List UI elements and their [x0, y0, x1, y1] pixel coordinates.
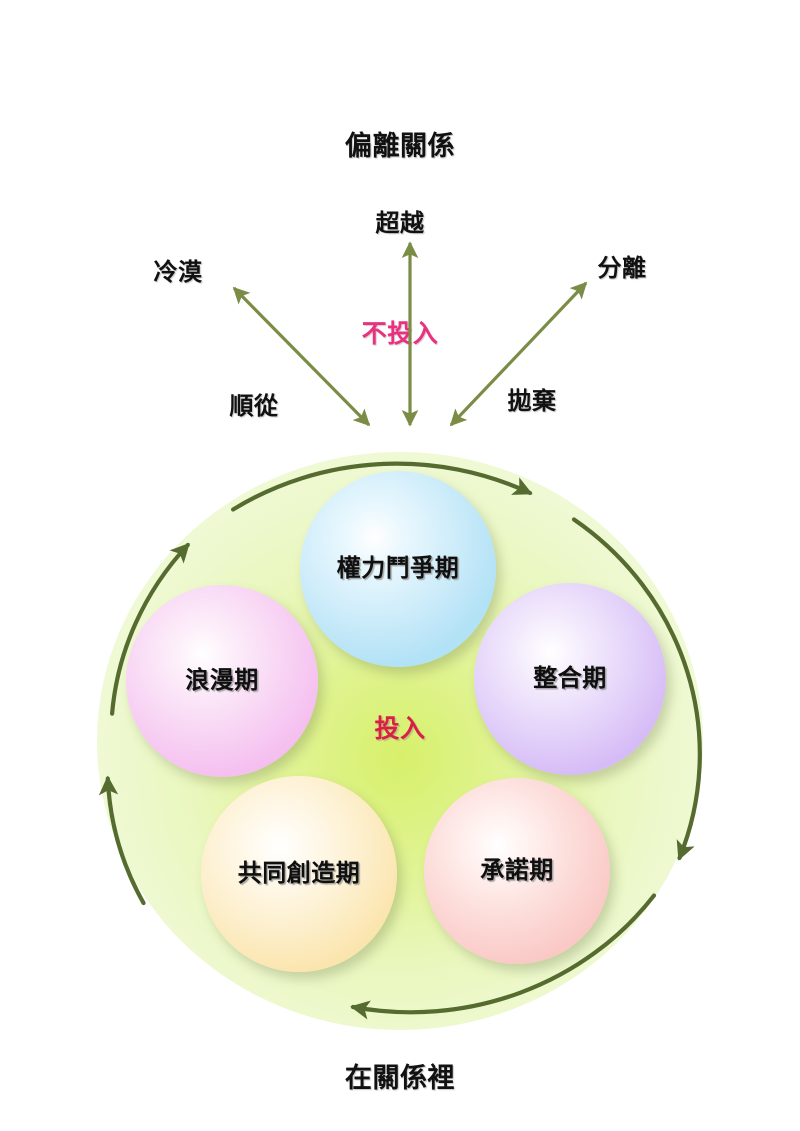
label-compliance: 順從 — [229, 392, 279, 420]
page-title-deviate-relationship: 偏離關係 — [344, 131, 456, 162]
phase-sphere-power-struggle[interactable]: 權力鬥爭期 — [300, 471, 496, 667]
phase-label-co-creation: 共同創造期 — [237, 858, 361, 887]
label-separation: 分離 — [597, 254, 647, 282]
label-not-invest: 不投入 — [361, 319, 439, 348]
phase-label-commitment: 承諾期 — [480, 855, 554, 884]
label-transcend: 超越 — [375, 209, 425, 237]
phase-label-integration: 整合期 — [533, 663, 607, 692]
phase-sphere-integration[interactable]: 整合期 — [474, 583, 666, 775]
phase-label-romance: 浪漫期 — [185, 665, 259, 694]
label-abandonment: 拋棄 — [507, 387, 557, 415]
phase-sphere-romance[interactable]: 浪漫期 — [126, 585, 318, 777]
label-indifference: 冷漠 — [153, 258, 203, 286]
phase-label-power-struggle: 權力鬥爭期 — [336, 553, 460, 582]
phase-sphere-co-creation[interactable]: 共同創造期 — [201, 776, 397, 972]
phase-sphere-commitment[interactable]: 承諾期 — [424, 778, 610, 964]
label-invest: 投入 — [374, 714, 426, 743]
page-title-in-relationship: 在關係裡 — [344, 1063, 456, 1094]
